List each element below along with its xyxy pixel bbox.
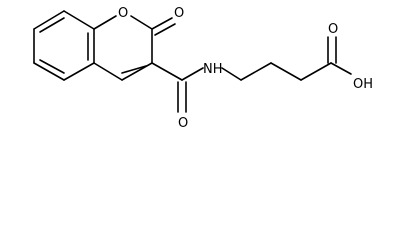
bond [121, 62, 153, 81]
bond [330, 62, 352, 75]
chemical-structure-canvas: O O NH O O OH [33, 6, 373, 131]
bond [63, 10, 95, 30]
amide-group [151, 62, 204, 113]
bond [240, 62, 272, 81]
bond [93, 62, 123, 81]
bond [130, 15, 153, 30]
bond [151, 62, 183, 81]
amide-carbonyl-oxygen-label: O [178, 116, 188, 131]
bond [270, 62, 302, 81]
bond [151, 17, 173, 30]
bond [93, 15, 117, 30]
bond [221, 67, 242, 81]
double-bond-inner [39, 59, 65, 74]
bond [33, 10, 65, 30]
acid-hydroxyl-label: OH [353, 77, 373, 92]
ring-oxygen-label: O [118, 6, 128, 21]
bond [33, 62, 65, 81]
bond [300, 62, 332, 81]
double-bond-inner [154, 23, 176, 36]
pyranone-ring [93, 15, 176, 81]
bond [181, 67, 204, 81]
benzene-ring [33, 10, 95, 81]
lactone-carbonyl-oxygen-label: O [174, 6, 184, 21]
amide-nitrogen-label: NH [203, 62, 223, 77]
double-bond-inner [121, 65, 147, 74]
butanoic-acid-chain [221, 36, 352, 81]
coumarin-amide-butanoic-acid-structure: O O NH O O OH [33, 6, 373, 131]
double-bond-inner [39, 17, 65, 33]
acid-carbonyl-oxygen-label: O [328, 22, 338, 37]
bond [63, 62, 95, 81]
